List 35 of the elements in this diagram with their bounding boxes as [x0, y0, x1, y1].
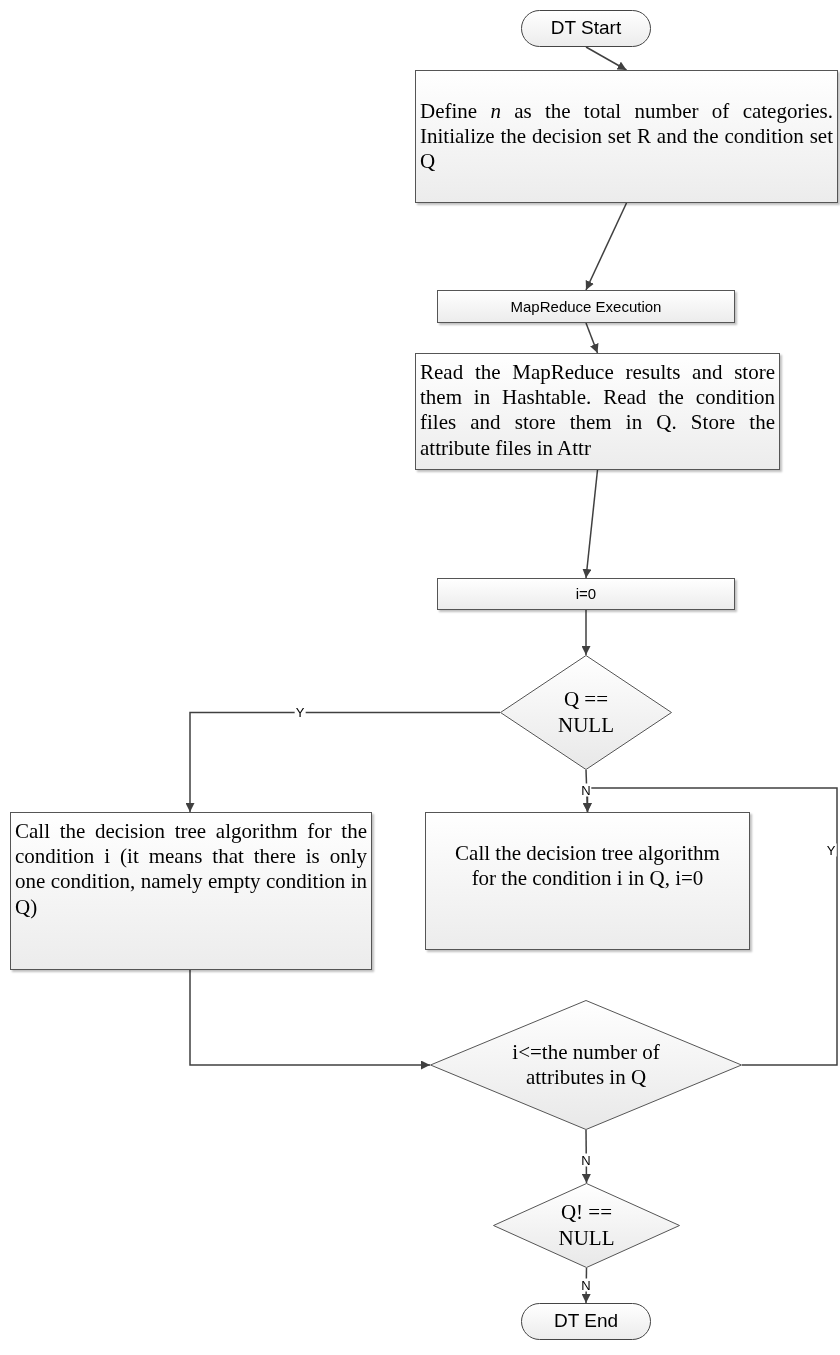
- process-box: [437, 290, 735, 323]
- arrow: [582, 469, 599, 579]
- arrow: [583, 787, 838, 1066]
- arrow: [581, 609, 591, 656]
- terminator-shape: [521, 10, 651, 47]
- terminator-shape: [521, 1303, 651, 1340]
- decision-diamond: [500, 655, 672, 770]
- node-text: i<=the number of attributes in Q: [511, 1039, 661, 1091]
- decision-diamond: [493, 1183, 680, 1268]
- process-box: [415, 353, 780, 470]
- node-text: Define n as the total number of categories. Initialize the decision set R and the condition set Q: [420, 99, 833, 175]
- edge-label: N: [580, 1153, 592, 1167]
- node-text: DT End: [553, 1310, 619, 1333]
- edge-label: Y: [294, 705, 306, 719]
- process-box: [10, 812, 372, 970]
- process-box: [415, 70, 838, 203]
- node-text: i=0: [574, 585, 598, 603]
- process-box: [425, 812, 750, 950]
- edge-label: N: [580, 1278, 592, 1292]
- process-box: [437, 578, 735, 610]
- node-text: Call the decision tree algorithm for the condition i (it means that there is only one condition, namely empty condition in Q): [15, 819, 367, 920]
- arrow: [189, 969, 431, 1070]
- node-text: DT Start: [550, 17, 622, 40]
- decision-diamond: [430, 1000, 742, 1130]
- arrow: [185, 711, 501, 813]
- node-text: Q! == NULL: [557, 1200, 616, 1251]
- arrow: [585, 322, 599, 354]
- node-text: Call the decision tree algorithm for the condition i in Q, i=0: [454, 841, 721, 892]
- arrow: [585, 202, 628, 291]
- node-text: MapReduce Execution: [509, 297, 663, 316]
- edge-label: Y: [825, 843, 837, 857]
- arrow: [585, 46, 628, 71]
- node-text: Q == NULL: [557, 687, 615, 738]
- edge-label: N: [580, 783, 592, 797]
- node-text: Read the MapReduce results and store them in Hashtable. Read the condition files and store them in Q. Store the attribute files in Attr: [420, 360, 775, 461]
